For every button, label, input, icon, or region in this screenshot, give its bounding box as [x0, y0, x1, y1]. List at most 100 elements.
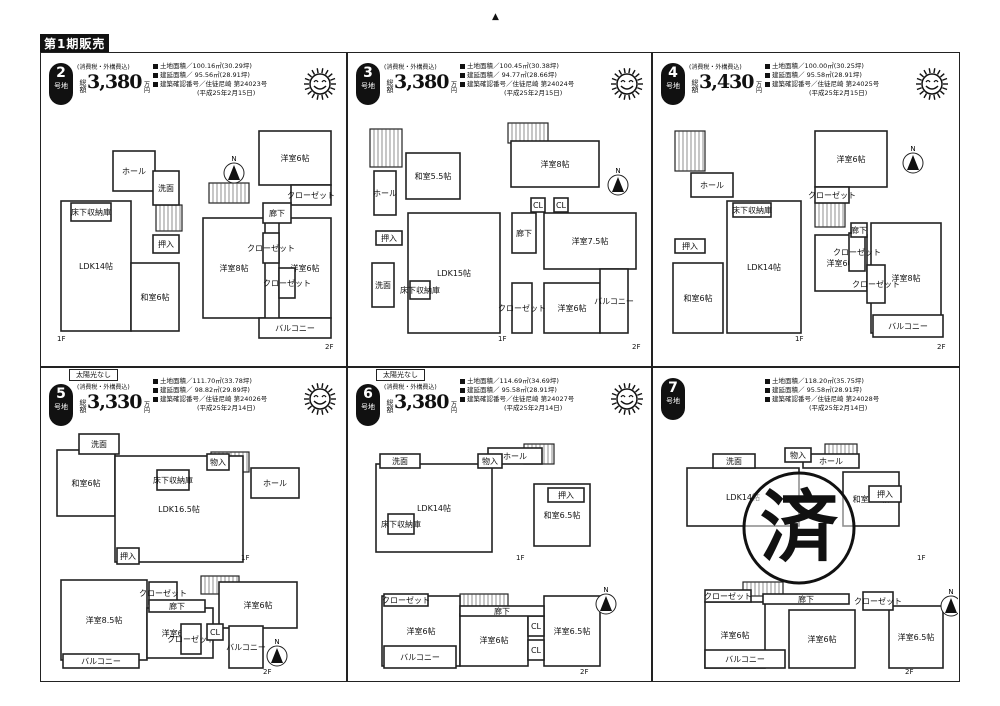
bullet-icon	[460, 378, 465, 384]
lot-info: 土地面積／111.70㎡(33.78坪) 建延面積／ 98.82㎡(29.89坪…	[153, 377, 303, 413]
room-label: クローゼット	[852, 279, 900, 289]
room-label: 洋室6帖	[290, 263, 319, 273]
svg-text:N: N	[948, 588, 953, 596]
bullet-icon	[153, 396, 158, 402]
room: 和室6帖	[672, 262, 724, 334]
room-label: LDK14帖	[726, 492, 760, 502]
room: バルコニー	[383, 645, 457, 669]
room-label: 和室6帖	[683, 293, 712, 303]
room: 洋室7.5帖	[543, 212, 637, 270]
floor-plan: LDK14帖和室6帖ホール洗面押入床下収納庫洋室6帖洋室8帖洋室6帖クローゼット…	[60, 130, 335, 339]
floor-label-2f: 2F	[263, 668, 272, 676]
lot-info: 土地面積／100.16㎡(30.29坪) 建延面積／ 95.56㎡(28.91坪…	[153, 62, 303, 98]
room: CL	[530, 197, 546, 213]
tax-note: (消費税・外構費込)	[384, 384, 437, 391]
room: 洋室6帖	[788, 609, 856, 669]
room-label: 床下収納庫	[732, 205, 772, 215]
room: クローゼット	[852, 264, 900, 304]
room-label: 洋室8帖	[891, 273, 920, 283]
price-value: 3,380	[394, 71, 449, 93]
room: バルコニー	[704, 649, 786, 669]
room: 廊下	[148, 599, 206, 613]
lot-panel-7: 7 号地 土地面積／118.20㎡(35.75坪) 建延面積／ 95.58㎡(2…	[653, 368, 958, 681]
room: 床下収納庫	[153, 469, 193, 491]
room-label: 和室6.5帖	[544, 510, 581, 520]
room-label: ホール	[122, 167, 146, 176]
room-label: 洗面	[726, 456, 742, 466]
floor-plan: LDK14帖和室6.5帖洗面ホール押入物入床下収納庫洋室6帖洋室6帖洋室6.5帖…	[375, 443, 617, 669]
room: 洋室6帖	[218, 581, 298, 629]
room-label: 洋室6.5帖	[898, 632, 935, 642]
room-label: LDK14帖	[79, 261, 113, 271]
solar-none-tag: 太陽光なし	[376, 369, 425, 381]
room-label: 物入	[482, 456, 498, 466]
room-label: クローゼット	[247, 243, 295, 253]
price-label: 総額	[79, 399, 87, 413]
room: クローゼット	[167, 623, 215, 655]
sold-stamp: 済	[742, 471, 856, 585]
smiling-sun-icon	[611, 68, 643, 100]
room: 廊下	[262, 202, 292, 224]
room-label: バルコニー	[275, 324, 315, 333]
lot-number-badge: 3 号地	[356, 63, 380, 105]
floor-plan: LDK14帖和室6帖ホール押入床下収納庫洋室6帖洋室6帖洋室8帖クローゼットクロ…	[672, 130, 944, 338]
price-value: 3,380	[87, 71, 142, 93]
room-label: クローゼット	[263, 278, 311, 288]
bullet-icon	[765, 387, 770, 393]
svg-text:N: N	[231, 155, 236, 163]
room: クローゼット	[854, 591, 902, 611]
room-label: ホール	[263, 479, 287, 488]
lot-number: 3	[363, 65, 373, 81]
room: クローゼット	[382, 593, 430, 607]
room: 和室6.5帖	[533, 483, 591, 547]
floor-label-1f: 1F	[241, 554, 250, 562]
room-label: 和室6帖	[140, 292, 169, 302]
lot-number-badge: 5 号地	[49, 384, 73, 426]
stairs	[814, 200, 846, 228]
lot-info: 土地面積／118.20㎡(35.75坪) 建延面積／ 95.58㎡(28.91坪…	[765, 377, 915, 413]
room-label: ホール	[373, 189, 397, 198]
lot-number-suffix: 号地	[666, 397, 680, 405]
room: 洋室6.5帖	[543, 595, 601, 667]
room-label: 押入	[120, 551, 136, 561]
price-value: 3,330	[87, 391, 142, 413]
room-label: 物入	[210, 457, 226, 467]
room-label: 洋室6帖	[406, 626, 435, 636]
price-unit: 万円	[754, 81, 762, 93]
room: 洗面	[712, 453, 756, 469]
room-label: 洗面	[375, 280, 391, 290]
room-label: LDK14帖	[747, 262, 781, 272]
floor-area: 建延面積／ 95.58㎡(28.91坪)	[772, 71, 862, 79]
lot-number-badge: 2 号地	[49, 63, 73, 105]
bullet-icon	[765, 63, 770, 69]
lot-number: 2	[56, 65, 66, 81]
price-unit: 万円	[449, 401, 457, 413]
room: CL	[527, 615, 545, 637]
room-label: 床下収納庫	[71, 207, 111, 217]
room: ホール	[373, 170, 397, 216]
lot-panel-6: 6 号地 (消費税・外構費込) 総額 3,380 万円 土地面積／114.69㎡…	[348, 368, 653, 681]
room: 押入	[116, 547, 140, 565]
room: 廊下	[762, 593, 850, 605]
room: 物入	[206, 453, 230, 471]
room-label: バルコニー	[725, 655, 765, 664]
room: 和室6帖	[56, 449, 116, 517]
room-label: 廊下	[851, 225, 867, 235]
room-label: バルコニー	[81, 657, 121, 666]
room-label: 洋室8帖	[219, 263, 248, 273]
stairs	[369, 128, 403, 168]
room-label: 洋室6帖	[479, 635, 508, 645]
permit-number: 建築確認番号／住徒尼崎 第24026号	[160, 395, 268, 403]
tax-note: (消費税・外構費込)	[77, 64, 130, 71]
room: 物入	[784, 447, 812, 463]
room: LDK14帖	[726, 200, 802, 334]
floor-label-2f: 2F	[325, 343, 334, 351]
permit-date: (平成25年2月14日)	[197, 404, 256, 412]
floor-label-1f: 1F	[57, 335, 66, 343]
price-box: (消費税・外構費込) 総額 3,430 万円	[689, 62, 763, 93]
lot-panel-5: 5 号地 (消費税・外構費込) 総額 3,330 万円 土地面積／111.70㎡…	[41, 368, 346, 681]
price-unit: 万円	[449, 81, 457, 93]
floor-label-1f: 1F	[917, 554, 926, 562]
smiling-sun-icon	[304, 383, 336, 415]
price-unit: 万円	[142, 401, 150, 413]
